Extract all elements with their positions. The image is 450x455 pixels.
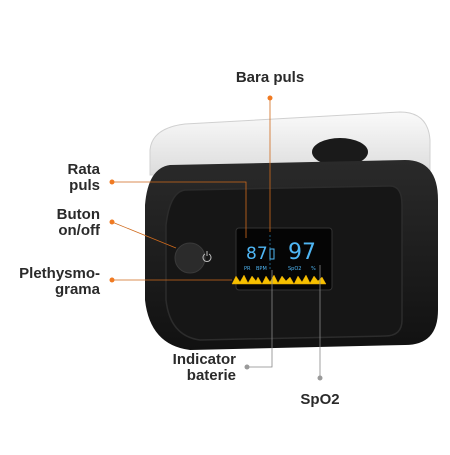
label-bara-puls-text: Bara puls — [235, 69, 305, 86]
dot-indicator — [244, 364, 250, 370]
dot-spo2 — [317, 375, 323, 381]
dot-buton — [109, 219, 115, 225]
label-buton: Buton on/off — [20, 207, 100, 239]
plethysmogram-wave — [231, 274, 327, 285]
label-buton-line2: on/off — [58, 222, 100, 239]
label-rata-puls-line1: Rata — [67, 161, 100, 178]
label-indicator: Indicator baterie — [150, 352, 236, 384]
label-plethysmo-line1: Plethysmo- — [19, 265, 100, 282]
dot-plethysmo — [109, 277, 115, 283]
spo2-value: 97 — [288, 240, 316, 265]
label-spo2: SpO2 — [290, 392, 350, 408]
label-spo2-text: SpO2 — [300, 391, 340, 408]
percent-sign: % — [311, 266, 316, 272]
label-indicator-line2: baterie — [186, 367, 236, 384]
power-button — [174, 242, 206, 274]
top-button — [312, 138, 368, 166]
dot-rata-puls — [109, 179, 115, 185]
callout-line-rata-puls — [112, 181, 247, 238]
label-plethysmo-line2: grama — [54, 281, 100, 298]
callout-line-indicator — [247, 270, 273, 368]
label-rata-puls-line2: puls — [69, 177, 100, 194]
label-buton-line1: Buton — [56, 206, 100, 223]
pr-label: PR — [244, 266, 251, 272]
label-plethysmo: Plethysmo- grama — [2, 266, 100, 298]
label-bara-puls: Bara puls — [225, 70, 315, 86]
label-rata-puls: Rata puls — [40, 162, 100, 194]
callout-line-buton — [111, 221, 177, 249]
label-indicator-line1: Indicator — [172, 351, 236, 368]
dot-bara-puls — [267, 95, 273, 101]
battery-indicator — [269, 248, 275, 260]
bpm-label: BPM — [256, 266, 267, 272]
power-icon — [202, 253, 212, 262]
oled-screen — [235, 227, 333, 291]
pr-value: 87 — [246, 244, 268, 264]
spo2-screen-label: SpO2 — [288, 266, 301, 272]
